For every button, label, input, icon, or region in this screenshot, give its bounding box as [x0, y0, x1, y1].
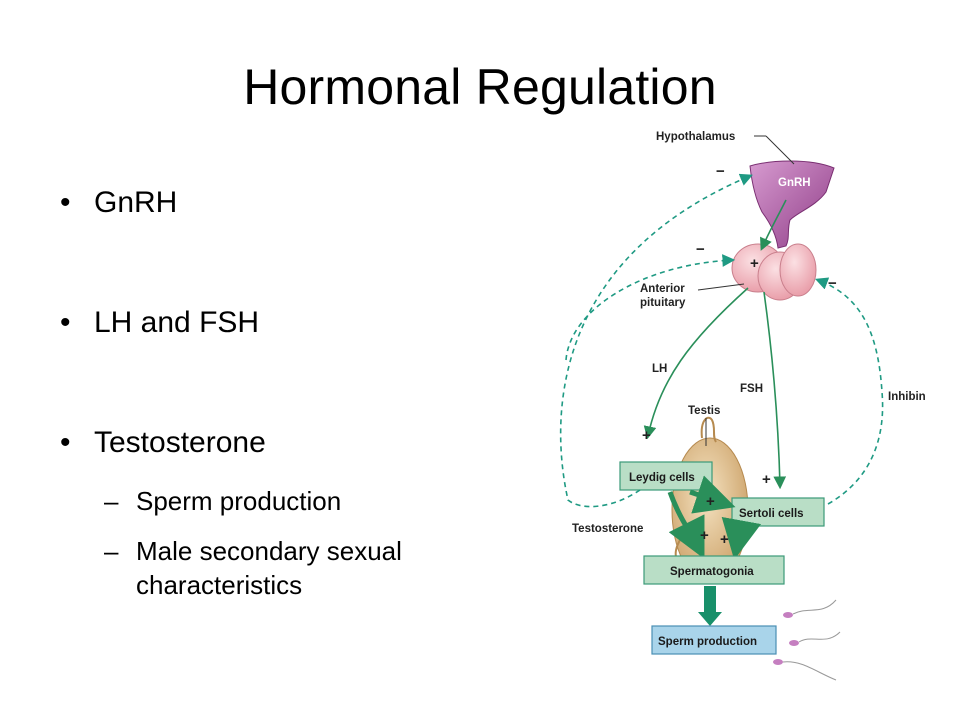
sub-bullet-text: Sperm production — [136, 486, 342, 516]
sub-bullet-line-2: characteristics — [136, 570, 303, 600]
spermatogonia-box — [643, 555, 785, 585]
sub-bullet-text: Male secondary sexual characteristics — [136, 534, 516, 602]
testis-label: Testis — [688, 405, 720, 417]
gnrh-arrow — [760, 199, 787, 251]
sperm-cells — [773, 599, 841, 681]
plus-sign: + — [750, 255, 759, 272]
bullet-text: Testosterone — [94, 426, 266, 459]
hypothalamus-shape — [749, 160, 835, 249]
sertoli-to-spermatogonia-arrow — [721, 516, 762, 560]
bullet-dot: • — [60, 426, 71, 459]
minus-sign: − — [828, 275, 837, 292]
plus-sign: + — [720, 531, 729, 548]
fsh-label: FSH — [740, 383, 763, 395]
anterior-pituitary-label-line1: Anterior — [640, 283, 685, 295]
inhibin-label: Inhibin — [888, 391, 926, 403]
leydig-to-spermatogonia-arrow — [667, 491, 705, 559]
lh-label: LH — [652, 363, 667, 375]
sertoli-cells-label: Sertoli cells — [739, 508, 804, 520]
lh-arrow — [643, 287, 749, 440]
sub-bullet-dash: – — [104, 486, 119, 516]
anterior-pituitary-label-line2: pituitary — [640, 297, 686, 309]
plus-sign: + — [642, 427, 651, 444]
bullet-dot: • — [60, 186, 71, 219]
spermatogonia-label: Spermatogonia — [670, 566, 754, 578]
plus-sign: + — [706, 493, 715, 510]
bullet-testosterone: • Testosterone — [60, 426, 266, 460]
testosterone-label: Testosterone — [572, 523, 643, 535]
sub-bullet-line-1: Male secondary sexual — [136, 536, 402, 566]
minus-sign: − — [696, 241, 705, 258]
leydig-to-sertoli-arrow — [689, 475, 736, 514]
sperm-production-box — [651, 625, 777, 655]
bullet-gnrh: • GnRH — [60, 186, 177, 220]
bullet-text: GnRH — [94, 186, 178, 219]
sperm-production-label: Sperm production — [658, 636, 757, 648]
sub-bullet-dash: – — [104, 536, 119, 566]
hormone-diagram: Hypothalamus GnRH + Anterior pituitary L… — [559, 131, 926, 681]
testosterone-to-hypothalamus-feedback — [559, 173, 753, 508]
plus-sign: + — [700, 527, 709, 544]
leydig-cells-label: Leydig cells — [629, 472, 695, 484]
inhibin-feedback — [815, 277, 884, 505]
gnrh-label: GnRH — [778, 177, 811, 189]
bullet-dot: • — [60, 306, 71, 339]
bullet-lh-fsh: • LH and FSH — [60, 306, 259, 340]
anterior-pituitary-shape — [731, 243, 817, 301]
slide-title: Hormonal Regulation — [243, 59, 717, 115]
hypothalamus-label: Hypothalamus — [656, 131, 735, 143]
minus-sign: − — [716, 163, 725, 180]
plus-sign: + — [762, 471, 771, 488]
spermatogonia-to-sperm-arrowhead — [698, 612, 722, 626]
bullet-text: LH and FSH — [94, 306, 260, 339]
testosterone-to-pituitary-feedback — [565, 254, 736, 361]
fsh-arrow — [763, 291, 787, 490]
